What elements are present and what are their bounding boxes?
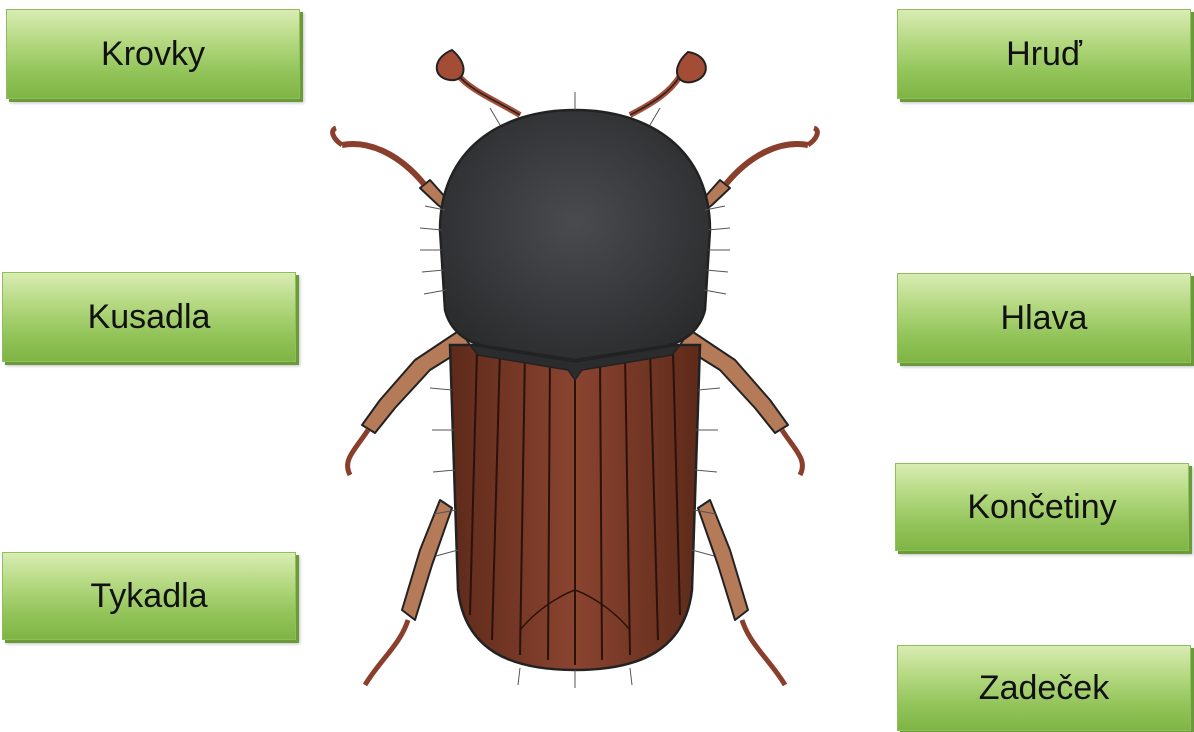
label-kusadla-text: Kusadla [88,298,211,337]
label-tykadla[interactable]: Tykadla [2,552,296,640]
elytra [450,345,700,670]
label-kusadla[interactable]: Kusadla [2,272,296,362]
label-hrud-text: Hruď [1006,35,1082,74]
label-koncetiny-text: Končetiny [967,488,1116,527]
label-krovky-text: Krovky [101,35,205,74]
label-hlava[interactable]: Hlava [897,273,1191,363]
beetle-illustration [320,30,840,730]
label-zadecek[interactable]: Zadeček [897,645,1191,731]
label-hrud[interactable]: Hruď [897,9,1191,99]
pronotum [440,110,710,380]
antennae [437,50,706,115]
label-hlava-text: Hlava [1001,299,1088,338]
label-koncetiny[interactable]: Končetiny [895,463,1189,551]
label-krovky[interactable]: Krovky [6,9,300,99]
label-tykadla-text: Tykadla [90,577,207,616]
label-zadecek-text: Zadeček [979,669,1109,708]
